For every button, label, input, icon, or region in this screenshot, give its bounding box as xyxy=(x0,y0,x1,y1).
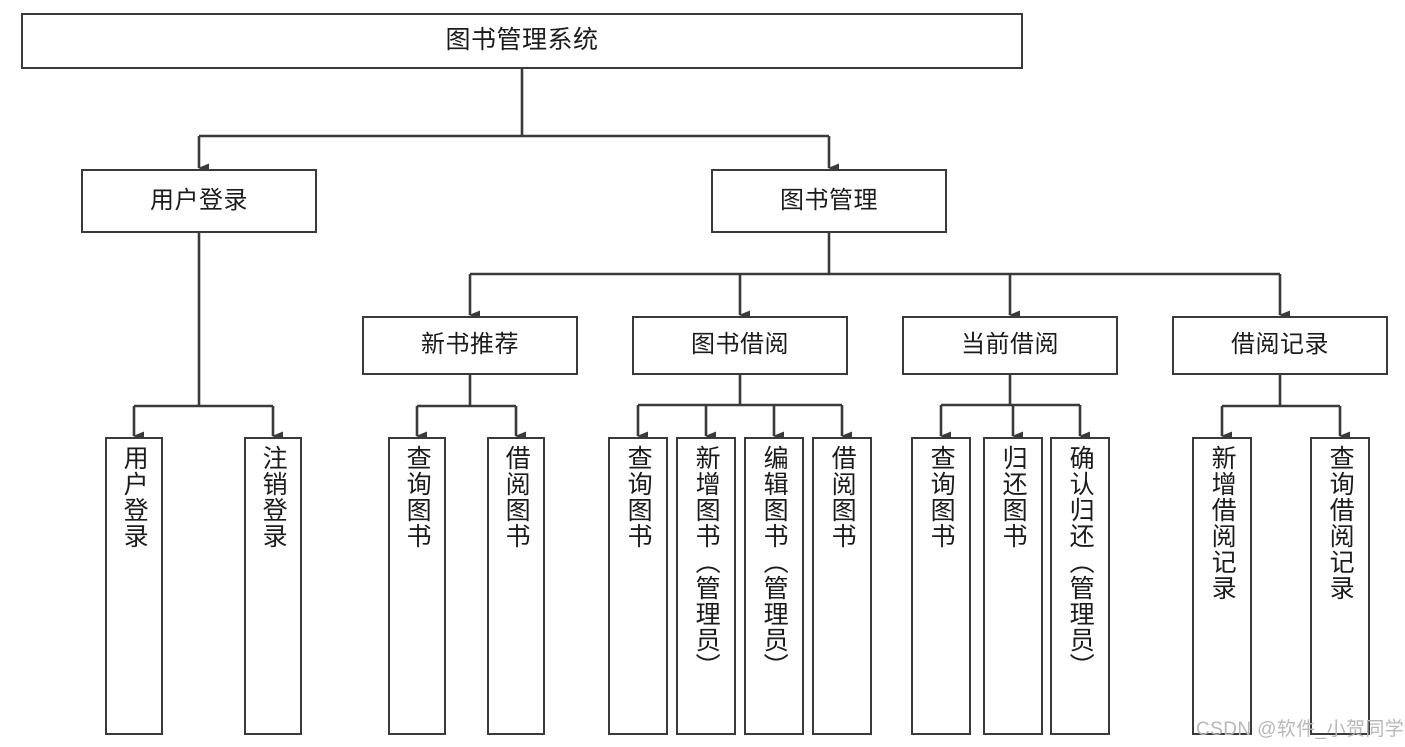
node-leaf-borrow-lend-book[interactable]: 借阅图书 xyxy=(812,437,872,735)
node-borrowing-records[interactable]: 借阅记录 xyxy=(1172,316,1388,375)
node-label: 图书借阅 xyxy=(691,331,789,359)
node-leaf-borrow-edit-book[interactable]: 编辑图书（管理员） xyxy=(744,437,804,735)
edges-group xyxy=(132,69,1350,441)
node-leaf-user-logout[interactable]: 注销登录 xyxy=(244,437,302,735)
node-label: 查询图书 xyxy=(624,445,653,549)
node-label: 新增借阅记录 xyxy=(1208,445,1237,601)
node-leaf-borrow-add-book[interactable]: 新增图书（管理员） xyxy=(676,437,736,735)
node-label: 注销登录 xyxy=(259,445,288,549)
node-label: 新增图书（管理员） xyxy=(692,445,721,679)
node-label: 当前借阅 xyxy=(961,331,1059,359)
node-book-borrowing[interactable]: 图书借阅 xyxy=(632,316,848,375)
node-user-login[interactable]: 用户登录 xyxy=(81,169,317,233)
node-label: 图书管理 xyxy=(780,186,878,214)
node-current-borrowing[interactable]: 当前借阅 xyxy=(902,316,1118,375)
node-leaf-rec-query-book[interactable]: 查询图书 xyxy=(388,437,446,735)
node-label: 借阅记录 xyxy=(1231,331,1329,359)
node-label: 查询借阅记录 xyxy=(1326,445,1355,601)
node-leaf-borrow-query-book[interactable]: 查询图书 xyxy=(608,437,668,735)
node-leaf-current-query-book[interactable]: 查询图书 xyxy=(911,437,971,735)
node-label: 编辑图书（管理员） xyxy=(760,445,789,679)
node-root-book-management-system[interactable]: 图书管理系统 xyxy=(21,13,1023,69)
node-label: 查询图书 xyxy=(927,445,956,549)
node-label: 图书管理系统 xyxy=(445,26,599,55)
node-label: 借阅图书 xyxy=(828,445,857,549)
node-leaf-current-confirm-return[interactable]: 确认归还（管理员） xyxy=(1050,437,1110,735)
node-label: 确认归还（管理员） xyxy=(1066,445,1095,679)
node-leaf-user-login[interactable]: 用户登录 xyxy=(105,437,163,735)
node-book-management[interactable]: 图书管理 xyxy=(711,169,947,233)
node-label: 用户登录 xyxy=(150,186,248,214)
node-leaf-add-borrow-record[interactable]: 新增借阅记录 xyxy=(1192,437,1252,735)
node-label: 查询图书 xyxy=(403,445,432,549)
node-leaf-rec-borrow-book[interactable]: 借阅图书 xyxy=(487,437,545,735)
node-label: 归还图书 xyxy=(999,445,1028,549)
node-label: 用户登录 xyxy=(120,445,149,549)
node-label: 新书推荐 xyxy=(421,331,519,359)
node-leaf-current-return-book[interactable]: 归还图书 xyxy=(983,437,1043,735)
node-leaf-query-borrow-record[interactable]: 查询借阅记录 xyxy=(1310,437,1370,735)
node-label: 借阅图书 xyxy=(502,445,531,549)
node-new-book-recommendation[interactable]: 新书推荐 xyxy=(362,316,578,375)
csdn-watermark: CSDN @软件_小贺同学 xyxy=(1196,719,1405,740)
